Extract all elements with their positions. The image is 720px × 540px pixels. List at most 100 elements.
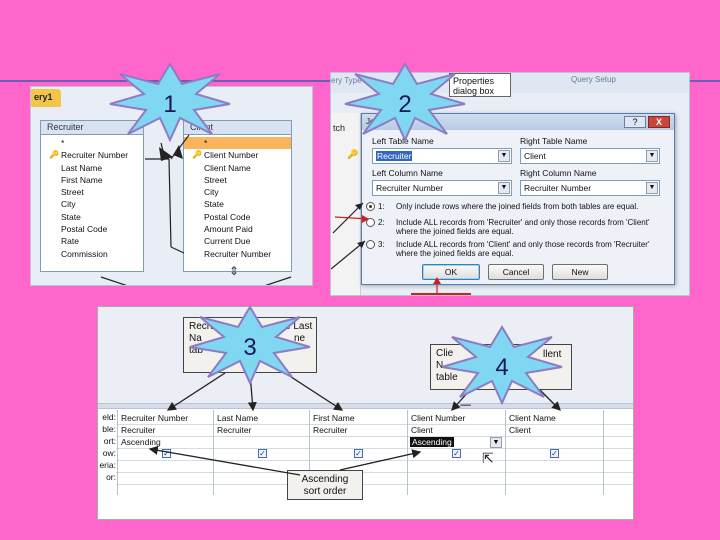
join-option-2-radio[interactable] [366,218,375,227]
field-item[interactable]: Commission [61,248,108,259]
table-cell[interactable]: Recruiter [121,425,156,435]
show-checkbox[interactable]: ✓ [258,449,267,458]
client-field-list[interactable]: Client * 🔑Client Number Client Name Stre… [183,120,292,272]
left-table-combo[interactable]: Recruiter ▼ [372,148,512,164]
table-cell[interactable]: Recruiter [313,425,348,435]
splitter-grip-icon: ▪▪▪▪▪▪▪▪▪ [460,403,471,409]
field-item[interactable]: * [184,137,291,150]
field-item[interactable]: Recruiter Number [204,248,272,259]
left-table-value: Recruiter [376,151,413,161]
field-item[interactable]: Street [204,174,227,185]
field-cell[interactable]: Recruiter Number [121,413,189,423]
red-annotation-line [411,293,471,295]
right-table-label: Right Table Name [520,136,588,146]
field-item[interactable]: Current Due [204,236,251,247]
left-column-combo[interactable]: Recruiter Number ▼ [372,180,512,196]
chevron-down-icon[interactable]: ▼ [646,150,658,162]
recruiter-field-list[interactable]: Recruiter * 🔑Recruiter Number Last Name … [40,120,144,272]
sort-cell[interactable]: Ascending [121,437,161,447]
join-option-2-text: Include ALL records from 'Recruiter' and… [396,218,650,236]
table-cell[interactable]: Client [411,425,433,435]
grid-column[interactable]: First Name Recruiter ✓ [309,410,407,495]
join-option-1-num: 1: [378,202,385,211]
table-cell[interactable]: Client [509,425,531,435]
join-properties-dialog: Jo ? X Left Table Name Recruiter ▼ Right… [361,113,675,285]
new-button[interactable]: New [552,264,608,280]
field-item[interactable]: City [61,199,76,210]
query-tab[interactable]: ery1 [31,89,61,107]
primary-key-icon: 🔑 [347,149,359,159]
close-button[interactable]: X [648,116,670,128]
sort-value: Ascending [410,437,454,447]
chevron-down-icon[interactable]: ▼ [498,150,510,162]
field-cell[interactable]: Client Number [411,413,466,423]
chevron-down-icon[interactable]: ▼ [498,182,510,194]
grid-column[interactable]: Last Name Recruiter ✓ [213,410,309,495]
field-item[interactable]: Rate [61,236,79,247]
row-label-table: ble: [102,424,116,434]
dialog-title-cut: Jo [366,117,375,126]
splitter-bar[interactable] [98,403,633,409]
properties-dialog-box-label: Properties dialog box [449,73,511,97]
left-cut-text: tch [333,123,346,133]
field-cell[interactable]: Last Name [217,413,259,423]
grid-column[interactable]: Recruiter Number Recruiter Ascending ✓ [117,410,213,495]
right-table-value: Client [524,151,546,161]
join-lines: ⇕ [100,134,292,285]
field-item[interactable]: Client Name [204,162,251,173]
field-item[interactable]: State [61,211,81,222]
star-number: 4 [495,354,508,381]
cancel-button[interactable]: Cancel [488,264,544,280]
show-checkbox[interactable]: ✓ [162,449,171,458]
field-cell[interactable]: First Name [313,413,355,423]
query-design-tables-panel: ery1 Recruiter * 🔑Recruiter Number Last … [30,86,313,286]
grid-line [116,436,633,437]
join-option-3-text: Include ALL records from 'Client' and on… [396,240,650,258]
grid-line [116,484,633,485]
panel2-arrows [331,202,441,295]
help-button[interactable]: ? [624,116,646,128]
field-item[interactable]: Last Name [61,162,103,173]
query-setup-label: Query Setup [571,75,616,84]
sort-cell[interactable]: Ascending [410,436,454,448]
grid-line [116,424,633,425]
field-item[interactable]: Amount Paid [204,224,253,235]
join-option-3-radio[interactable] [366,240,375,249]
table-cell[interactable]: Recruiter [217,425,252,435]
grid-column[interactable]: Client Name Client ✓ [505,410,603,495]
mouse-pointer-icon: ⇱ [482,450,494,466]
right-table-combo[interactable]: Client ▼ [520,148,660,164]
right-column-label: Right Column Name [520,168,597,178]
star-badge-4: 4 [441,325,563,405]
show-checkbox[interactable]: ✓ [354,449,363,458]
join-option-1-radio[interactable] [366,202,375,211]
field-item[interactable]: Postal Code [204,211,251,222]
row-label-show: ow: [102,448,116,458]
chevron-down-icon[interactable]: ▼ [646,182,658,194]
field-item[interactable]: * [61,138,65,148]
star-badge-2: 2 [344,62,466,142]
ok-button[interactable]: OK [422,264,480,280]
chevron-down-icon[interactable]: ▼ [490,437,502,448]
field-item[interactable]: Postal Code [61,224,108,235]
resize-cursor-icon: ⇕ [229,264,239,278]
grid-column-empty[interactable] [603,410,633,495]
row-label-field: eld: [102,412,116,422]
join-option-3-num: 3: [378,240,385,249]
right-column-combo[interactable]: Recruiter Number ▼ [520,180,660,196]
grid-column[interactable]: Client Number Client Ascending ▼ ✓ ⇱ [407,410,505,495]
grid-line [116,448,633,449]
primary-key-icon: 🔑 [192,150,202,160]
field-item[interactable]: State [204,199,224,210]
field-cell[interactable]: Client Name [509,413,556,423]
show-checkbox[interactable]: ✓ [452,449,461,458]
show-checkbox[interactable]: ✓ [550,449,559,458]
left-column-value: Recruiter Number [376,183,444,193]
field-item[interactable]: 🔑Client Number [192,150,259,161]
field-item[interactable]: City [204,187,219,198]
field-item[interactable]: 🔑Recruiter Number [49,150,129,161]
field-item[interactable]: Street [61,187,84,198]
primary-key-icon: 🔑 [49,150,59,160]
field-item[interactable]: First Name [61,174,103,185]
